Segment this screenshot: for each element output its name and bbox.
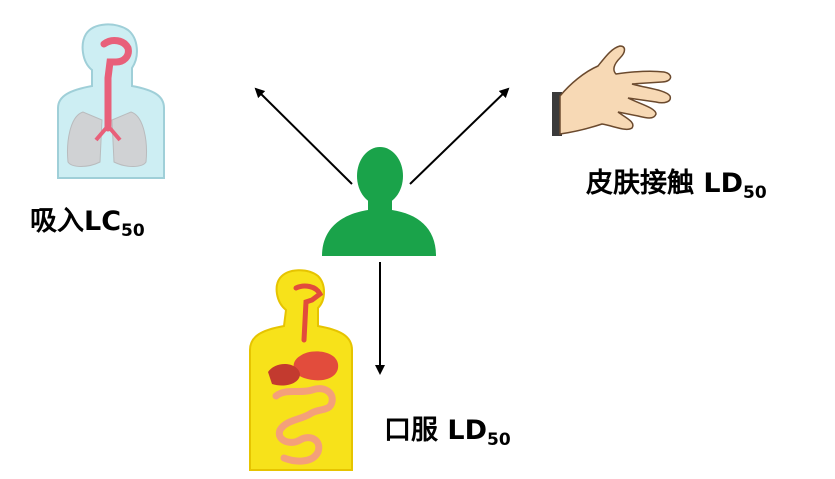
dermal-ld50-label: 皮肤接触 LD50 <box>586 168 767 203</box>
hand-icon <box>552 45 672 136</box>
oral-ld50-label: 口服 LD50 <box>384 415 511 450</box>
inhalation-lc50-label: 吸入LC50 <box>30 206 145 241</box>
arrow-to-inhalation <box>254 87 353 185</box>
arrow-to-dermal <box>409 87 510 185</box>
digestive-system-icon <box>249 269 353 471</box>
person-silhouette-icon <box>322 147 436 256</box>
respiratory-system-icon <box>57 23 165 179</box>
